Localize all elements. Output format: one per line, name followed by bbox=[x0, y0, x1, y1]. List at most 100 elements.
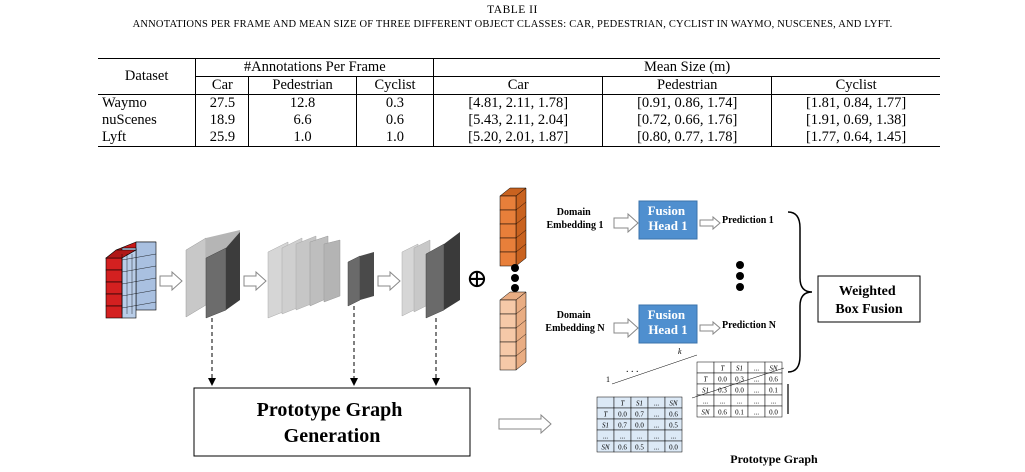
input-cell bbox=[105, 249, 138, 259]
domain-embedding-1-block bbox=[499, 187, 527, 267]
table-cell: 1.0 bbox=[356, 129, 435, 147]
table-cell: 27.5 bbox=[195, 94, 250, 112]
matrix-cell-text: 0.0 bbox=[735, 387, 744, 395]
matrix-cell-text: SN bbox=[669, 400, 678, 408]
embedding-grid-line bbox=[515, 305, 527, 315]
header-col: Cyclist bbox=[356, 76, 435, 95]
table-cell: [5.20, 2.01, 1.87] bbox=[433, 129, 604, 147]
svg-text:Weighted Box Fusion: Weighted Box Fusion bbox=[835, 284, 903, 317]
matrix-cell-text: ... bbox=[737, 398, 743, 406]
stack-guide-line bbox=[611, 354, 698, 385]
matrix-cell-text: ... bbox=[637, 433, 643, 441]
matrix-cell bbox=[696, 361, 715, 374]
matrix-cell-text: 0.0 bbox=[769, 409, 778, 417]
table-row: Waymo 27.5 12.8 0.3 [4.81, 2.11, 1.78] [… bbox=[98, 94, 940, 112]
domain-embedding-n-block bbox=[499, 291, 527, 371]
matrix-cell-text: ... bbox=[654, 444, 660, 452]
stack-index-first: 1 bbox=[606, 375, 610, 384]
matrix-cell-text: ... bbox=[654, 433, 660, 441]
matrix-cell-text: ... bbox=[654, 422, 660, 430]
input-cell bbox=[105, 269, 123, 283]
embedding-cell bbox=[499, 299, 517, 315]
matrix-cell-text: S1 bbox=[736, 365, 743, 373]
header-col: Cyclist bbox=[771, 76, 940, 95]
input-grid-line bbox=[121, 289, 157, 297]
matrix-cell-text: 0.0 bbox=[669, 444, 678, 452]
table-cell: 12.8 bbox=[248, 94, 357, 112]
matrix-cell-text: 0.0 bbox=[718, 376, 727, 384]
table-cell: 25.9 bbox=[195, 129, 250, 147]
table-cell: 6.6 bbox=[248, 112, 357, 129]
table-cell: [0.72, 0.66, 1.76] bbox=[602, 112, 773, 129]
embedding-grid-line bbox=[515, 333, 527, 343]
matrix-cell-text: 0.7 bbox=[635, 411, 644, 419]
prototype-graph-label: Prototype Graph bbox=[730, 452, 818, 466]
prototype-graph-generation: Prototype Graph Generation bbox=[193, 387, 471, 457]
matrix-cell-text: ... bbox=[754, 409, 760, 417]
table-cell: [5.43, 2.11, 2.04] bbox=[433, 112, 604, 129]
input-grid-line bbox=[121, 301, 157, 309]
matrix-cell-text: 0.5 bbox=[635, 444, 644, 452]
table-cell: 0.3 bbox=[356, 94, 435, 112]
matrix-cell-text: ... bbox=[654, 411, 660, 419]
matrix-cell-text: ... bbox=[754, 387, 760, 395]
embedding-grid-line bbox=[515, 347, 527, 357]
svg-text:Prototype Graph Generati: Prototype Graph Generation bbox=[257, 399, 408, 447]
matrix-cell-text: T bbox=[721, 365, 726, 373]
header-col: Pedestrian bbox=[248, 76, 357, 95]
matrix-cell-text: ... bbox=[754, 365, 760, 373]
input-cell bbox=[105, 305, 123, 319]
table-cell: [0.80, 0.77, 1.78] bbox=[602, 129, 773, 147]
matrix-cell-text: SN bbox=[769, 365, 778, 373]
matrix-cell-text: ... bbox=[754, 398, 760, 406]
row-dataset: Waymo bbox=[98, 94, 197, 112]
matrix-cell-text: 0.0 bbox=[635, 422, 644, 430]
header-mean-size-group: Mean Size (m) bbox=[433, 58, 940, 77]
embedding-cell bbox=[499, 209, 517, 225]
matrix-cell-text: S1 bbox=[702, 387, 709, 395]
fusion-head-1: Fusion Head 1 bbox=[638, 200, 698, 240]
matrix-cell-text: ... bbox=[620, 433, 626, 441]
matrix-cell-text: T bbox=[604, 411, 609, 419]
embedding-grid-line bbox=[515, 229, 527, 239]
matrix-cell-text: 0.6 bbox=[618, 444, 627, 452]
embedding-cell bbox=[499, 341, 517, 357]
input-cell bbox=[105, 281, 123, 295]
input-voxel-grid bbox=[105, 241, 157, 319]
matrix-cell-text: 0.7 bbox=[618, 422, 627, 430]
matrix-cell-text: ... bbox=[720, 398, 726, 406]
stack-guide-line bbox=[691, 367, 785, 399]
embedding-cell bbox=[499, 355, 517, 371]
row-dataset: nuScenes bbox=[98, 112, 197, 129]
stack-ellipsis: . . . bbox=[626, 364, 639, 375]
table-cell: [4.81, 2.11, 1.78] bbox=[433, 94, 604, 112]
embedding-grid-line bbox=[515, 215, 527, 225]
matrix-cell-text: 0.3 bbox=[735, 376, 744, 384]
prediction-n-label: Prediction N bbox=[722, 320, 777, 331]
matrix-cell-text: ... bbox=[654, 400, 660, 408]
matrix-cell-text: 0.6 bbox=[718, 409, 727, 417]
hollow-arrow-icon bbox=[498, 413, 552, 435]
grouping-brace bbox=[787, 211, 813, 373]
embedding-cell bbox=[499, 327, 517, 343]
matrix-cell-text: 0.6 bbox=[669, 411, 678, 419]
table-number: TABLE II bbox=[487, 4, 538, 16]
table-cell: [1.77, 0.64, 1.45] bbox=[771, 129, 940, 147]
row-dataset: Lyft bbox=[98, 129, 197, 147]
table-cell: [1.91, 0.69, 1.38] bbox=[805, 112, 907, 128]
embedding-grid-line bbox=[515, 243, 527, 253]
hollow-arrow-icon bbox=[613, 317, 639, 339]
vertical-ellipsis-icon bbox=[511, 264, 519, 292]
matrix-cell-text: ... bbox=[603, 433, 609, 441]
header-col: Car bbox=[195, 76, 250, 95]
matrix-cell bbox=[596, 396, 615, 409]
fusion-head-n: Fusion Head 1 bbox=[638, 304, 698, 344]
input-cell bbox=[105, 257, 123, 271]
matrix-cell-text: T bbox=[621, 400, 626, 408]
table-cell: [0.91, 0.86, 1.74] bbox=[602, 94, 773, 112]
matrix-cell-text: 0.1 bbox=[769, 387, 778, 395]
matrix-cell-text: 0.5 bbox=[669, 422, 678, 430]
matrix-cell-text: SN bbox=[601, 444, 610, 452]
matrix-cell bbox=[664, 440, 683, 453]
